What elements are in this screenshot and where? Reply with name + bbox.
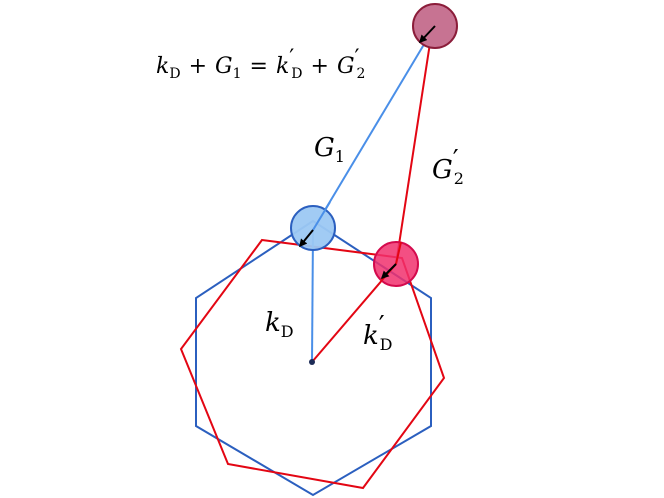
label-g2-prime: G′2 <box>432 145 464 188</box>
vector-kd <box>311 229 314 363</box>
label-g1-sub: 1 <box>335 147 345 166</box>
label-kd-prime-main: k <box>363 321 379 351</box>
equation-k2: k <box>276 54 289 79</box>
equation-equals: = <box>250 54 268 79</box>
label-g2-main: G <box>432 155 453 185</box>
origin-point <box>309 359 315 365</box>
vector-g2-prime <box>395 29 433 265</box>
label-g1-main: G <box>314 133 335 163</box>
pink-spot-arrow <box>380 263 397 280</box>
equation-sub-d1: D <box>169 66 180 82</box>
label-kd-main: k <box>265 308 281 338</box>
equation-k1: k <box>156 54 169 79</box>
vector-g1 <box>312 25 436 231</box>
label-g2-prime-mark: ′ <box>453 145 459 175</box>
equation-sub-d2: D <box>291 66 302 82</box>
label-kd-sub: D <box>281 322 294 341</box>
equation-g1: G <box>215 54 233 79</box>
equation-plus2: + <box>311 54 329 79</box>
vector-g1-over-spot <box>312 201 331 231</box>
equation-g2: G <box>337 54 355 79</box>
equation-plus1: + <box>189 54 207 79</box>
label-kd: kD <box>265 308 294 341</box>
blue-spot-arrow <box>299 229 314 248</box>
label-kd-prime: k′D <box>363 311 393 354</box>
label-g1: G1 <box>314 133 345 166</box>
equation-prime2: ′ <box>355 46 360 71</box>
equation: kD+G1=k′D+G′2 <box>156 46 365 82</box>
equation-sub-2: 2 <box>357 66 366 82</box>
equation-sub-1: 1 <box>233 66 242 82</box>
maroon-spot-arrow <box>418 25 436 44</box>
equation-prime1: ′ <box>289 46 294 71</box>
label-kd-prime-mark: ′ <box>379 311 385 341</box>
label-kd-prime-sub: D <box>380 335 393 354</box>
blue-hexagon <box>195 219 432 497</box>
label-g2-sub: 2 <box>454 169 464 188</box>
blue-spot <box>290 205 336 251</box>
vector-g2-over-spot <box>395 241 402 265</box>
